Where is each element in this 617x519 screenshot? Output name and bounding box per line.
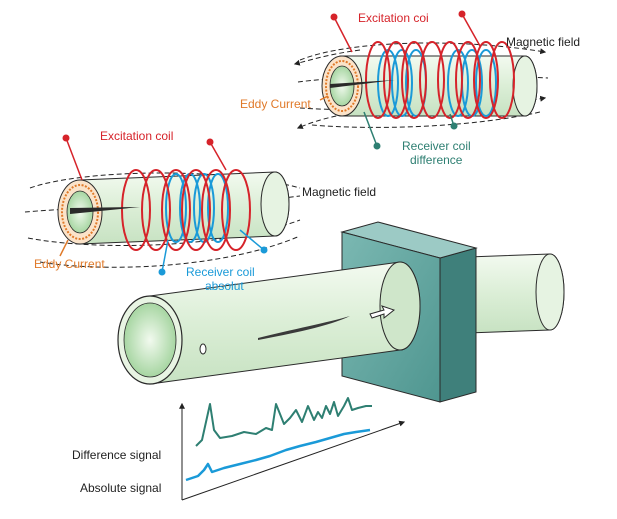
eddy-rings-top [325, 60, 359, 112]
label-excitation-coil-top: Excitation coi [358, 11, 429, 25]
label-absolute-signal: Absolute signal [80, 481, 161, 495]
crack-top [330, 80, 395, 88]
terminal-dot [206, 138, 214, 146]
leader-lines-left [59, 137, 265, 273]
main-tube-bore [123, 302, 177, 378]
main-tube-group [117, 221, 565, 403]
crack-left [70, 207, 140, 214]
label-receiver-coil-absolut-line2: absolut [205, 279, 244, 293]
label-excitation-coil-left: Excitation coil [100, 129, 173, 143]
label-eddy-current-left: Eddy Current [34, 257, 105, 271]
label-receiver-coil-difference-line2: difference [410, 153, 463, 167]
label-eddy-current-top: Eddy Current [240, 97, 311, 111]
terminal-dot [158, 268, 166, 276]
label-magnetic-field-left: Magnetic field [302, 185, 376, 199]
absolute-probe-group [24, 134, 301, 276]
terminal-dot [458, 10, 466, 18]
absolute-signal-trace [185, 428, 371, 482]
crack-main [258, 316, 350, 340]
terminal-dot [450, 122, 458, 130]
terminal-dot [260, 246, 268, 254]
label-difference-signal: Difference signal [72, 448, 161, 462]
label-magnetic-field-top: Magnetic field [506, 35, 580, 49]
difference-signal-trace [195, 397, 372, 447]
label-receiver-coil-difference-line1: Receiver coil [402, 139, 471, 153]
probe-block-side [439, 247, 477, 403]
main-tube-block-hole [379, 261, 421, 351]
excitation-coil-left [121, 169, 251, 251]
signal-axis-diagonal [181, 420, 406, 501]
eddy-rings-left [61, 184, 99, 240]
movement-arrow [369, 305, 396, 320]
terminal-dot [330, 13, 338, 21]
pit-defect [199, 343, 207, 355]
main-tube-far-end [535, 253, 565, 331]
tube-top-far-end [512, 55, 538, 117]
label-receiver-coil-absolut-line1: Receiver coil [186, 265, 255, 279]
excitation-coil-top [365, 41, 515, 119]
signal-plot [179, 397, 406, 501]
difference-probe-group [293, 10, 549, 150]
terminal-dot [373, 142, 381, 150]
tube-left-far-end [260, 171, 290, 237]
terminal-dot [62, 134, 70, 142]
